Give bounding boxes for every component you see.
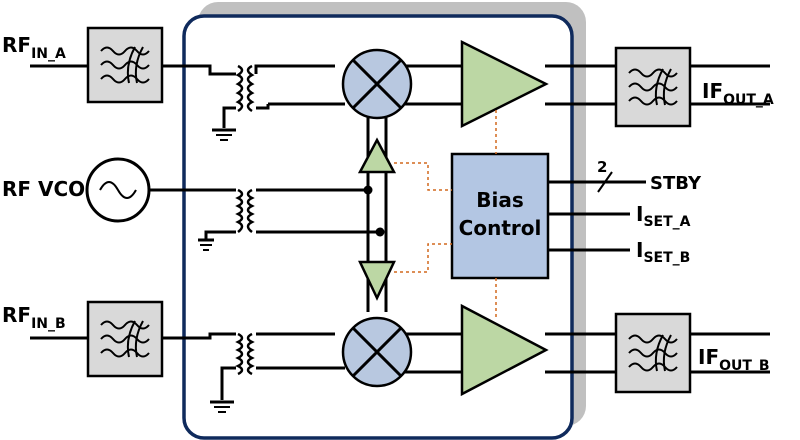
transformer-a: [235, 64, 244, 113]
stby-bus-width: 2: [597, 158, 607, 176]
rf-vco-label: RF VCO: [2, 177, 85, 201]
control-label: Control: [459, 216, 542, 240]
if-out-a-label: IFOUT_A: [702, 79, 774, 108]
mixer-b: [341, 316, 413, 388]
rf-in-a-label: RFIN_A: [2, 33, 66, 62]
if-out-b-label: IFOUT_B: [698, 345, 770, 374]
junction-dot: [363, 185, 373, 195]
bias-label: Bias: [476, 188, 524, 212]
bias-link-lo-b: [394, 243, 452, 273]
lo-buffer-a: [357, 137, 397, 174]
filter-if-out-b: [614, 312, 692, 394]
transformer-vco: [235, 188, 244, 233]
bus-slash: [597, 171, 613, 193]
vco-source: [85, 157, 151, 223]
lo-buffer-b: [358, 260, 396, 301]
if-amplifier-a: [460, 39, 549, 129]
stby-label: STBY: [650, 173, 702, 194]
bias-link-lo-a: [394, 162, 452, 191]
filter-rf-in-b: [86, 300, 164, 378]
iset-a-label: ISET_A: [636, 202, 691, 230]
transformer-b: [235, 332, 244, 376]
iset-b-label: ISET_B: [636, 238, 690, 266]
if-amplifier-b: [460, 303, 549, 397]
rf-in-b-label: RFIN_B: [2, 303, 66, 332]
mixer-a: [341, 48, 413, 120]
filter-if-out-a: [614, 46, 692, 128]
bias-control-block: [450, 152, 550, 280]
filter-rf-in-a: [86, 26, 164, 104]
junction-dot: [375, 227, 385, 237]
